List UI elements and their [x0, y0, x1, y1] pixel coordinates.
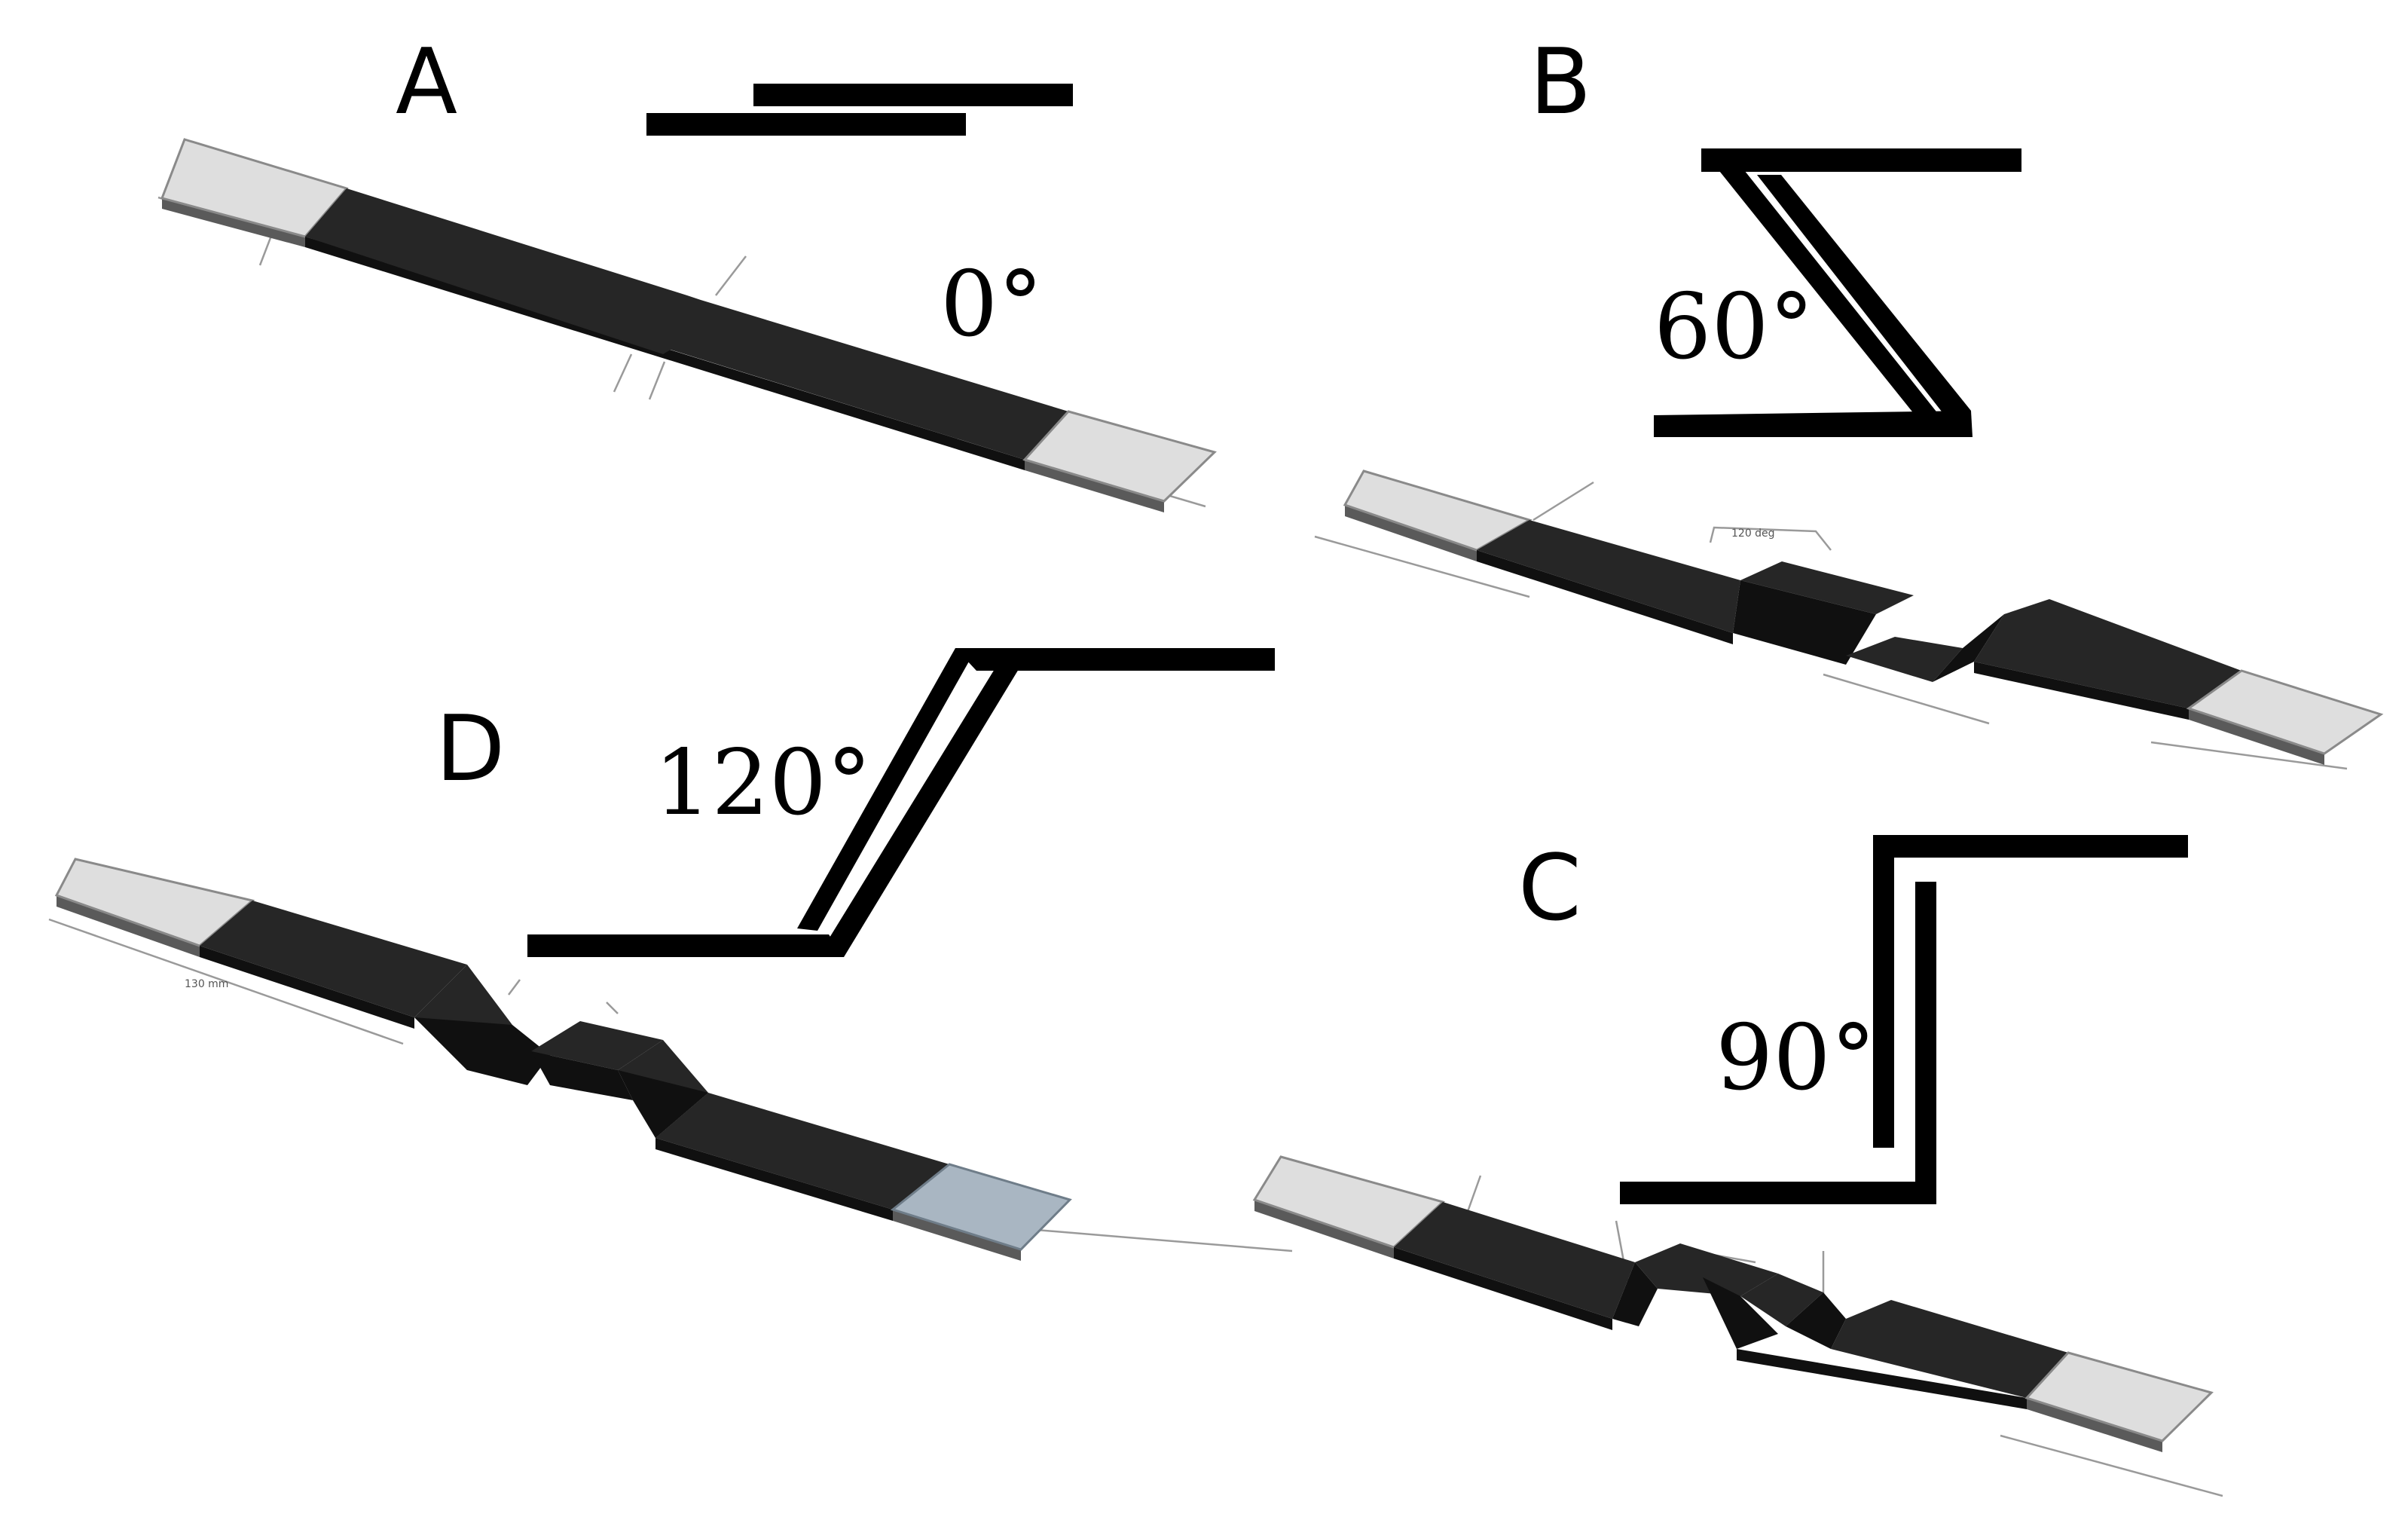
- panel-d-profile-upper-arm: [955, 648, 1275, 671]
- panel-c-strip-side: [1394, 1247, 1612, 1330]
- panel-b-step-riser: [1733, 580, 1876, 665]
- panel-b-strip-side: [1477, 550, 1733, 644]
- panel-d-profile-lower-arm: [527, 934, 844, 957]
- panel-a-profile-lower-bar: [646, 113, 966, 136]
- panel-b-lower-step: [1846, 637, 1963, 682]
- panel-a-strip: [305, 188, 1068, 460]
- panel-c-step-riser-2: [1703, 1277, 1778, 1349]
- panel-c-profile-lower-arm: [1620, 1182, 1936, 1204]
- panel-a-specimen: [157, 138, 1217, 512]
- panel-d-profile-upper-diagonal: [797, 648, 976, 931]
- panel-d-slope-down-face: [414, 1017, 550, 1085]
- panel-d-profile-lower-diagonal: [821, 669, 1019, 957]
- panel-a-right-tab: [1022, 410, 1217, 503]
- panel-b-right-tab: [2186, 669, 2384, 755]
- panel-b-dimension-line: [1533, 481, 1594, 521]
- panel-c-right-tab-side: [2027, 1398, 2162, 1452]
- panel-a-angle-label: 0°: [940, 252, 1043, 357]
- panel-d-right-tab: [890, 1163, 1072, 1251]
- panel-a-dimension-tick: [715, 255, 747, 296]
- panel-b: B 60° 120 deg: [1314, 30, 2384, 770]
- panel-c-strip-side-right: [1737, 1349, 2027, 1409]
- panel-b-specimen: 120 deg: [1314, 469, 2384, 770]
- panel-b-dimension-line: [2150, 741, 2348, 770]
- panel-d: D 120° 130 mm: [48, 648, 1293, 1261]
- panel-d-specimen: 130 mm: [48, 858, 1293, 1261]
- panel-c-lower-step: [1740, 1274, 1823, 1326]
- panel-b-dimension-line: [1314, 535, 1530, 598]
- panel-d-letter: D: [435, 697, 505, 802]
- panel-b-strip-side-right: [1974, 662, 2189, 720]
- panel-d-left-tab-side: [57, 895, 200, 957]
- panel-c-step-riser: [1612, 1262, 1658, 1326]
- panel-d-slope-up-face: [618, 1070, 708, 1138]
- panel-a-right-tab-side: [1025, 460, 1164, 512]
- panel-c-step-riser-3: [1786, 1292, 1846, 1349]
- panel-d-dimension-note: 130 mm: [185, 978, 228, 990]
- panel-b-dimension-note: 120 deg: [1731, 528, 1775, 540]
- panel-d-raised-step: [531, 1021, 663, 1070]
- panel-d-strip-right: [655, 1093, 949, 1210]
- panel-b-step-riser-2: [1933, 614, 2004, 682]
- panel-d-joint-profile: [527, 648, 1275, 957]
- panel-d-strip-side-right: [655, 1138, 893, 1221]
- panel-c-profile-lower-vertical: [1915, 882, 1936, 1187]
- panel-b-profile-upper-diagonal: [1701, 148, 1942, 418]
- panel-b-profile-lower-arm: [1654, 411, 1973, 437]
- panel-c-raised-step: [1635, 1243, 1778, 1296]
- panel-c-joint-profile: [1620, 835, 2188, 1204]
- panel-b-dimension-line: [1823, 673, 1990, 725]
- panel-c-strip-right: [1831, 1300, 2068, 1398]
- panel-d-strip-side: [200, 946, 414, 1029]
- panel-a-joint-profile: [646, 84, 1073, 136]
- panel-b-profile-upper-arm: [1701, 148, 2021, 172]
- panel-d-strip-left: [200, 901, 467, 1017]
- panel-a-dimension-tick: [648, 361, 666, 400]
- panel-a-left-tab-side: [162, 198, 305, 247]
- panel-b-letter: B: [1529, 30, 1591, 135]
- panel-d-step-riser: [531, 1051, 633, 1100]
- panel-b-joint-profile: [1654, 148, 2021, 437]
- panel-b-right-tab-side: [2189, 708, 2324, 765]
- panel-c-profile-upper-arm: [1873, 835, 2188, 858]
- panel-c-strip-left: [1394, 1202, 1635, 1319]
- panel-c-left-tab-side: [1254, 1200, 1394, 1259]
- panel-b-angle-bracket: [1709, 526, 1832, 551]
- panel-d-angle-label: 120°: [654, 731, 872, 836]
- panel-a-dimension-tick: [613, 353, 633, 393]
- panel-a-profile-upper-bar: [753, 84, 1073, 106]
- panel-b-left-tab-side: [1345, 505, 1477, 561]
- panel-c-specimen: [1252, 1155, 2223, 1497]
- panel-c-right-tab: [2024, 1351, 2214, 1442]
- panel-c-dimension-line: [2000, 1434, 2223, 1497]
- panel-d-dimension-line: [48, 918, 404, 1045]
- panel-c-profile-upper-vertical: [1873, 835, 1894, 1148]
- panel-b-strip-right: [1974, 599, 2241, 708]
- panel-b-raised-step: [1740, 561, 1914, 614]
- panel-a-letter: A: [396, 30, 457, 135]
- panel-b-profile-lower-diagonal: [1757, 175, 1971, 418]
- panel-c-letter: C: [1518, 836, 1581, 941]
- panel-c-angle-label: 90°: [1716, 1006, 1876, 1111]
- panel-b-angle-label: 60°: [1654, 275, 1814, 380]
- panel-c: C 90°: [1252, 835, 2223, 1497]
- panel-a: A 0°: [157, 30, 1217, 512]
- panel-d-angle-bracket: [508, 979, 619, 1014]
- panel-b-strip-left: [1477, 520, 1740, 633]
- panel-d-right-tab-side: [893, 1210, 1021, 1261]
